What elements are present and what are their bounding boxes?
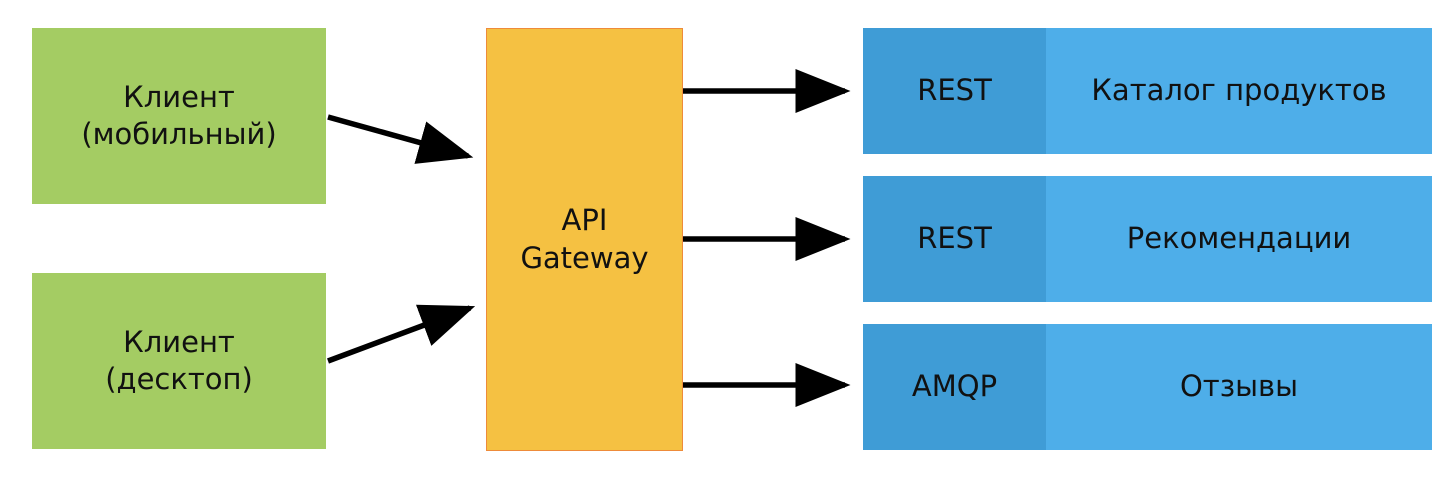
service-label-catalog: Каталог продуктов <box>1091 73 1387 108</box>
api-gateway-label: API Gateway <box>520 203 649 275</box>
service-label-recommendations: Рекомендации <box>1126 221 1352 256</box>
service-box-catalog: Каталог продуктов <box>1046 28 1432 154</box>
arrow-desktop-to-gateway <box>327 304 476 364</box>
arrow-mobile-to-gateway <box>327 114 474 164</box>
service-box-recommendations: Рекомендации <box>1046 176 1432 302</box>
service-box-reviews: Отзывы <box>1046 324 1432 450</box>
protocol-box-catalog: REST <box>863 28 1046 154</box>
protocol-box-recommendations: REST <box>863 176 1046 302</box>
protocol-label-catalog: REST <box>917 73 992 108</box>
client-mobile-label: Клиент (мобильный) <box>81 79 277 151</box>
protocol-label-reviews: AMQP <box>911 369 998 404</box>
client-desktop-label: Клиент (десктоп) <box>105 324 253 396</box>
service-label-reviews: Отзывы <box>1179 369 1299 404</box>
protocol-box-reviews: AMQP <box>863 324 1046 450</box>
protocol-label-recommendations: REST <box>917 221 992 256</box>
client-mobile-box: Клиент (мобильный) <box>32 28 326 204</box>
api-gateway-box: API Gateway <box>486 28 683 451</box>
client-desktop-box: Клиент (десктоп) <box>32 273 326 449</box>
